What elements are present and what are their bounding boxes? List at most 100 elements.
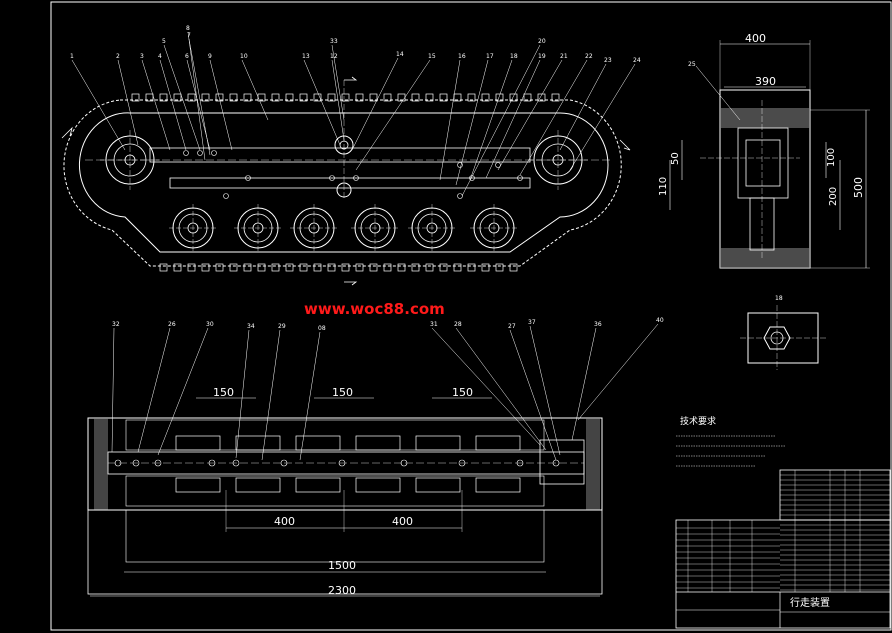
bolt: [517, 175, 523, 181]
wheel-block-lower: [295, 477, 341, 493]
bolt: [495, 162, 501, 168]
nut-detail-view: 18: [740, 295, 826, 370]
track-inner-outline: [79, 112, 609, 253]
part-label-p1: 1: [70, 53, 74, 60]
tech-req-title: 技术要求: [680, 415, 716, 427]
frame-upper-bar: [149, 147, 531, 163]
part-label-b30: 30: [206, 321, 214, 328]
part-label-b37: 37: [528, 319, 536, 326]
section-arrow-top: [344, 76, 358, 81]
section-arrow-bottom: [344, 281, 358, 286]
road-wheel: [234, 204, 282, 252]
wheel-block-upper: [415, 435, 461, 451]
watermark: www.woc88.com: [304, 300, 445, 318]
bolt: [245, 175, 251, 181]
axle-nut: [400, 459, 408, 467]
part-label-p22: 22: [585, 53, 593, 60]
tech-req-lines: [676, 435, 786, 467]
part-label-p18: 18: [510, 53, 518, 60]
axle-nut: [154, 459, 162, 467]
dim-390-side: 390: [755, 75, 776, 88]
wheel-block-lower: [355, 477, 401, 493]
wheel-block-upper: [175, 435, 221, 451]
axle-nut: [208, 459, 216, 467]
road-wheels: [169, 204, 518, 252]
part-label-b31: 31: [430, 321, 438, 328]
part-label-p14: 14: [396, 51, 404, 58]
wheel-block-lower: [175, 477, 221, 493]
part-label-p17: 17: [486, 53, 494, 60]
dim-400-b: 400: [392, 515, 413, 528]
dim-100-side: 100: [826, 148, 837, 167]
track-teeth: [131, 93, 560, 272]
axle-nut: [516, 459, 524, 467]
part-label-p9: 9: [208, 53, 212, 60]
part-label-p10: 10: [240, 53, 248, 60]
part-label-b08: 08: [318, 325, 326, 332]
part-label-b34: 34: [247, 323, 255, 330]
bolt: [223, 193, 229, 199]
part-label-p33: 33: [330, 38, 338, 45]
part-label-b28: 28: [454, 321, 462, 328]
hatch-left-wall: [94, 418, 108, 510]
road-wheel: [351, 204, 399, 252]
bolt: [457, 193, 463, 199]
dim-400-side: 400: [745, 32, 766, 45]
part-label-p20: 20: [538, 38, 546, 45]
dim-50-side: 50: [670, 152, 681, 165]
hatch-right-wall: [586, 418, 600, 510]
part-label-b32: 32: [112, 321, 120, 328]
top-view-leaders: 123456789101213141516171819202122232433: [70, 25, 641, 197]
axle-nut: [232, 459, 240, 467]
part-label-b29: 29: [278, 323, 286, 330]
dim-500-side: 500: [852, 177, 865, 198]
part-label-p2: 2: [116, 53, 120, 60]
wheel-block-upper: [355, 435, 401, 451]
road-wheel: [408, 204, 456, 252]
dim-150-a: 150: [213, 386, 234, 399]
axle-nut: [114, 459, 122, 467]
part-label-p3: 3: [140, 53, 144, 60]
technical-requirements: 技术要求: [676, 415, 786, 467]
part-label-p7: 7: [187, 32, 191, 39]
part-label-p8: 8: [186, 25, 190, 32]
bolt: [211, 150, 217, 156]
part-label-p13: 13: [302, 53, 310, 60]
dim-400-a: 400: [274, 515, 295, 528]
part-label-p24: 24: [633, 57, 641, 64]
dim-200-side: 200: [828, 187, 839, 206]
bolt: [457, 162, 463, 168]
part-label-p6: 6: [185, 53, 189, 60]
bolt: [183, 150, 189, 156]
title-block-grid: [676, 470, 890, 628]
part-label-b26: 26: [168, 321, 176, 328]
axle-nut: [132, 459, 140, 467]
wheel-block-upper: [235, 435, 281, 451]
hatch-top: [720, 108, 810, 128]
frame-bolts: [183, 150, 523, 199]
road-wheel: [290, 204, 338, 252]
part-label-p4: 4: [158, 53, 162, 60]
part-label-p23: 23: [604, 57, 612, 64]
part-label-p16: 16: [458, 53, 466, 60]
bolt: [329, 175, 335, 181]
title-block-name: 行走装置: [790, 596, 830, 609]
bolt: [469, 175, 475, 181]
track-teeth-outline: [63, 99, 622, 267]
part-label-b40: 40: [656, 317, 664, 324]
axle-nut: [458, 459, 466, 467]
title-block: 行走装置: [675, 469, 891, 629]
axle-nut: [280, 459, 288, 467]
section-arrow-right: [619, 139, 631, 151]
label-25: 25: [688, 61, 696, 68]
dim-110-side: 110: [658, 177, 669, 196]
part-label-b27: 27: [508, 323, 516, 330]
dim-150-b: 150: [332, 386, 353, 399]
wheel-block-lower: [415, 477, 461, 493]
wheel-blocks: [114, 435, 560, 493]
dim-1500: 1500: [328, 559, 356, 572]
section-arrow-left: [61, 126, 73, 139]
wheel-block-lower: [235, 477, 281, 493]
